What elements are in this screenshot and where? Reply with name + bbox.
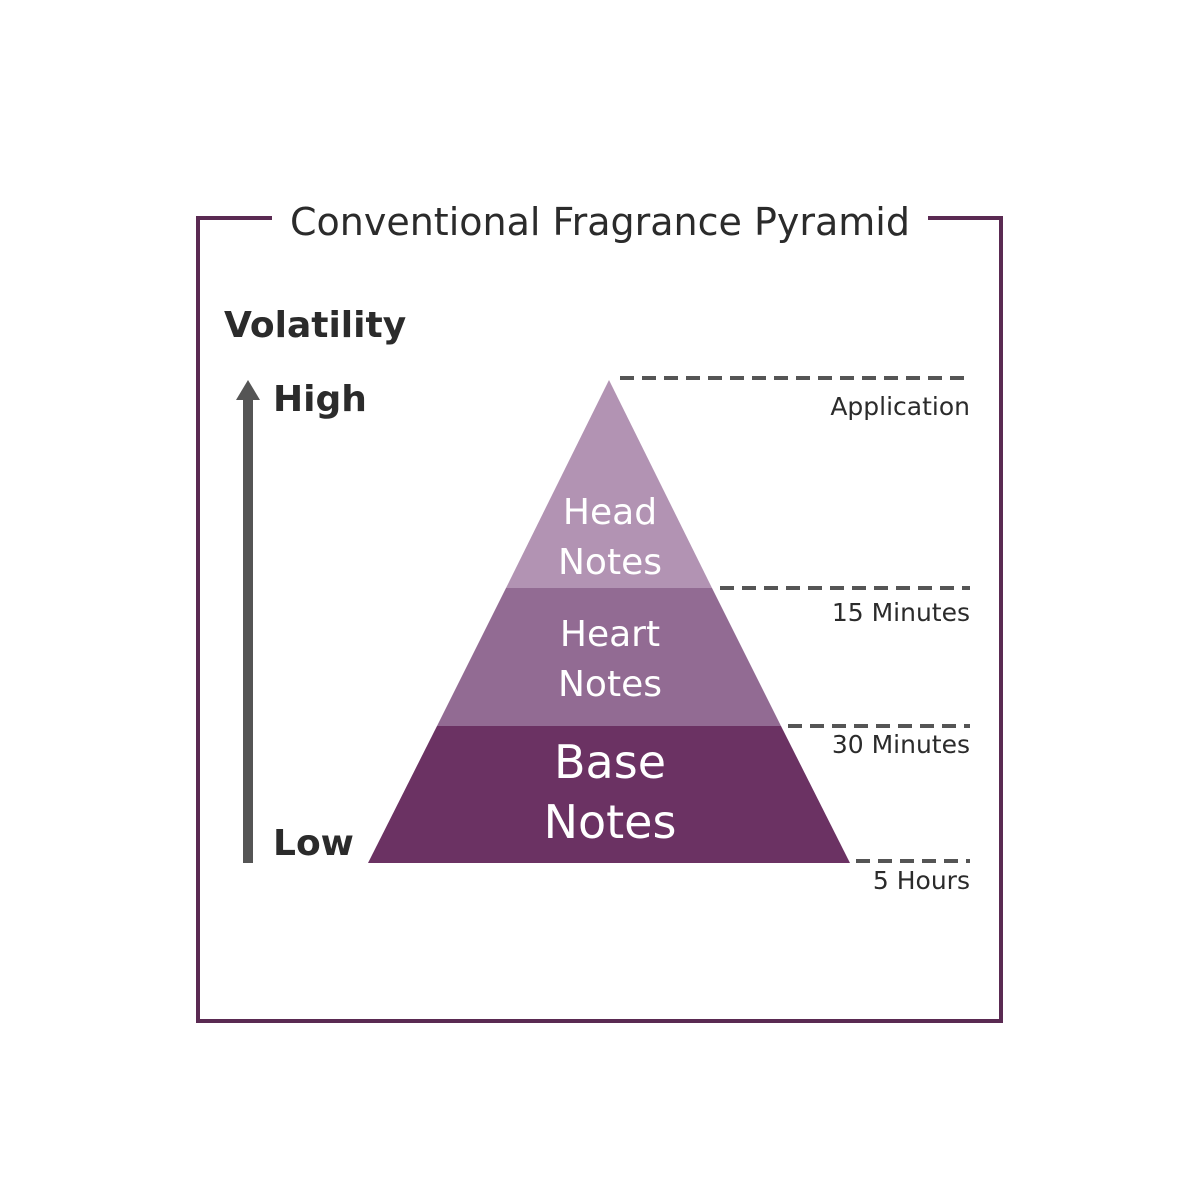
base-notes-line1: Base	[553, 735, 666, 789]
heart-notes-line2: Notes	[558, 664, 662, 705]
head-notes-tier	[506, 380, 712, 588]
base-notes-tier	[368, 726, 850, 863]
fifteen-minutes-time-label: 15 Minutes	[831, 598, 970, 627]
head-notes-line2: Notes	[558, 542, 662, 583]
volatility-arrow-head	[236, 380, 260, 400]
heart-notes-label: Heart Notes	[440, 610, 780, 710]
base-notes-line2: Notes	[543, 795, 677, 849]
volatility-high-label: High	[273, 379, 367, 420]
volatility-axis-label: Volatility	[224, 305, 407, 346]
heart-notes-tier	[437, 588, 781, 726]
diagram-title: Conventional Fragrance Pyramid	[272, 196, 928, 248]
head-notes-line1: Head	[562, 492, 658, 533]
base-notes-label: Base Notes	[440, 732, 780, 852]
heart-notes-line1: Heart	[559, 614, 661, 655]
application-time-label: Application	[830, 392, 970, 421]
volatility-low-label: Low	[273, 823, 354, 864]
five-hours-time-label: 5 Hours	[872, 866, 970, 895]
head-notes-label: Head Notes	[440, 488, 780, 588]
thirty-minutes-time-label: 30 Minutes	[831, 730, 970, 759]
